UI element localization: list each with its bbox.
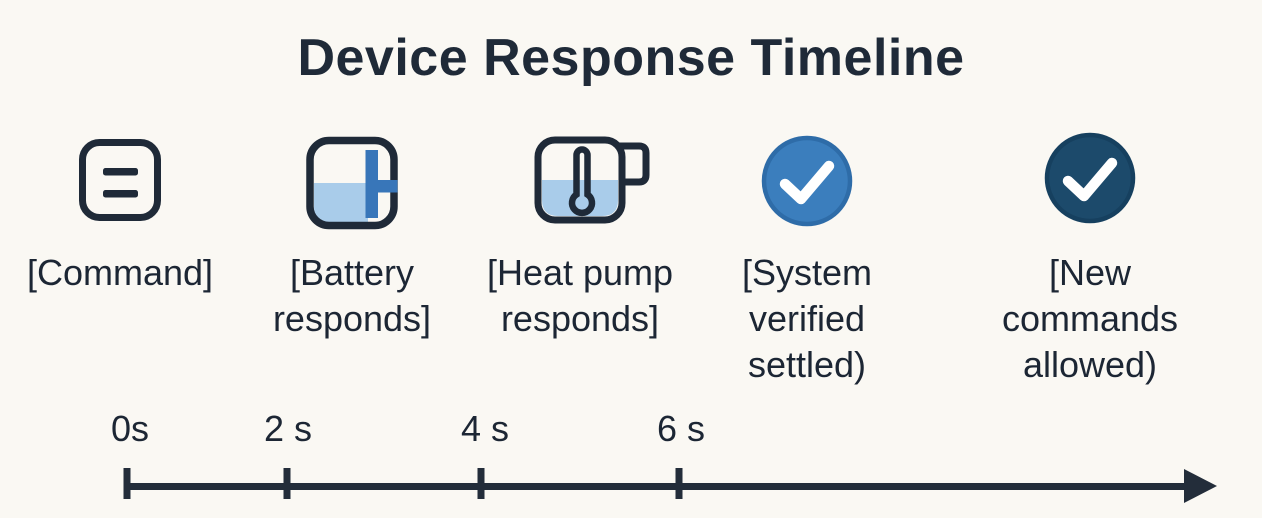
axis-tick-label-0s: 0s bbox=[110, 408, 150, 449]
axis-tick-6s bbox=[675, 468, 683, 499]
stage-label-battery: [Battery responds] bbox=[272, 252, 432, 339]
command-icon bbox=[78, 138, 162, 227]
check-circle-navy-icon bbox=[1043, 131, 1137, 230]
stage-label-command: [Command] bbox=[26, 252, 214, 293]
axis-tick-0s bbox=[123, 468, 131, 499]
axis-tick-2s bbox=[283, 468, 291, 499]
axis-tick-4s bbox=[477, 468, 485, 499]
stage-label-system-verified: [System verified settled) bbox=[741, 252, 873, 385]
heat-pump-icon bbox=[534, 132, 656, 229]
check-circle-blue-icon bbox=[760, 134, 854, 233]
axis-tick-label-4s: 4 s bbox=[460, 408, 510, 449]
stage-label-new-commands: [New commands allowed) bbox=[1001, 252, 1179, 385]
stage-label-heat-pump: [Heat pump responds] bbox=[486, 252, 674, 339]
axis-tick-label-2s: 2 s bbox=[263, 408, 313, 449]
page-title: Device Response Timeline bbox=[297, 29, 965, 87]
battery-icon bbox=[306, 136, 398, 235]
timeline-axis bbox=[124, 483, 1187, 490]
axis-tick-label-6s: 6 s bbox=[656, 408, 706, 449]
axis-arrowhead-icon bbox=[1184, 469, 1217, 503]
